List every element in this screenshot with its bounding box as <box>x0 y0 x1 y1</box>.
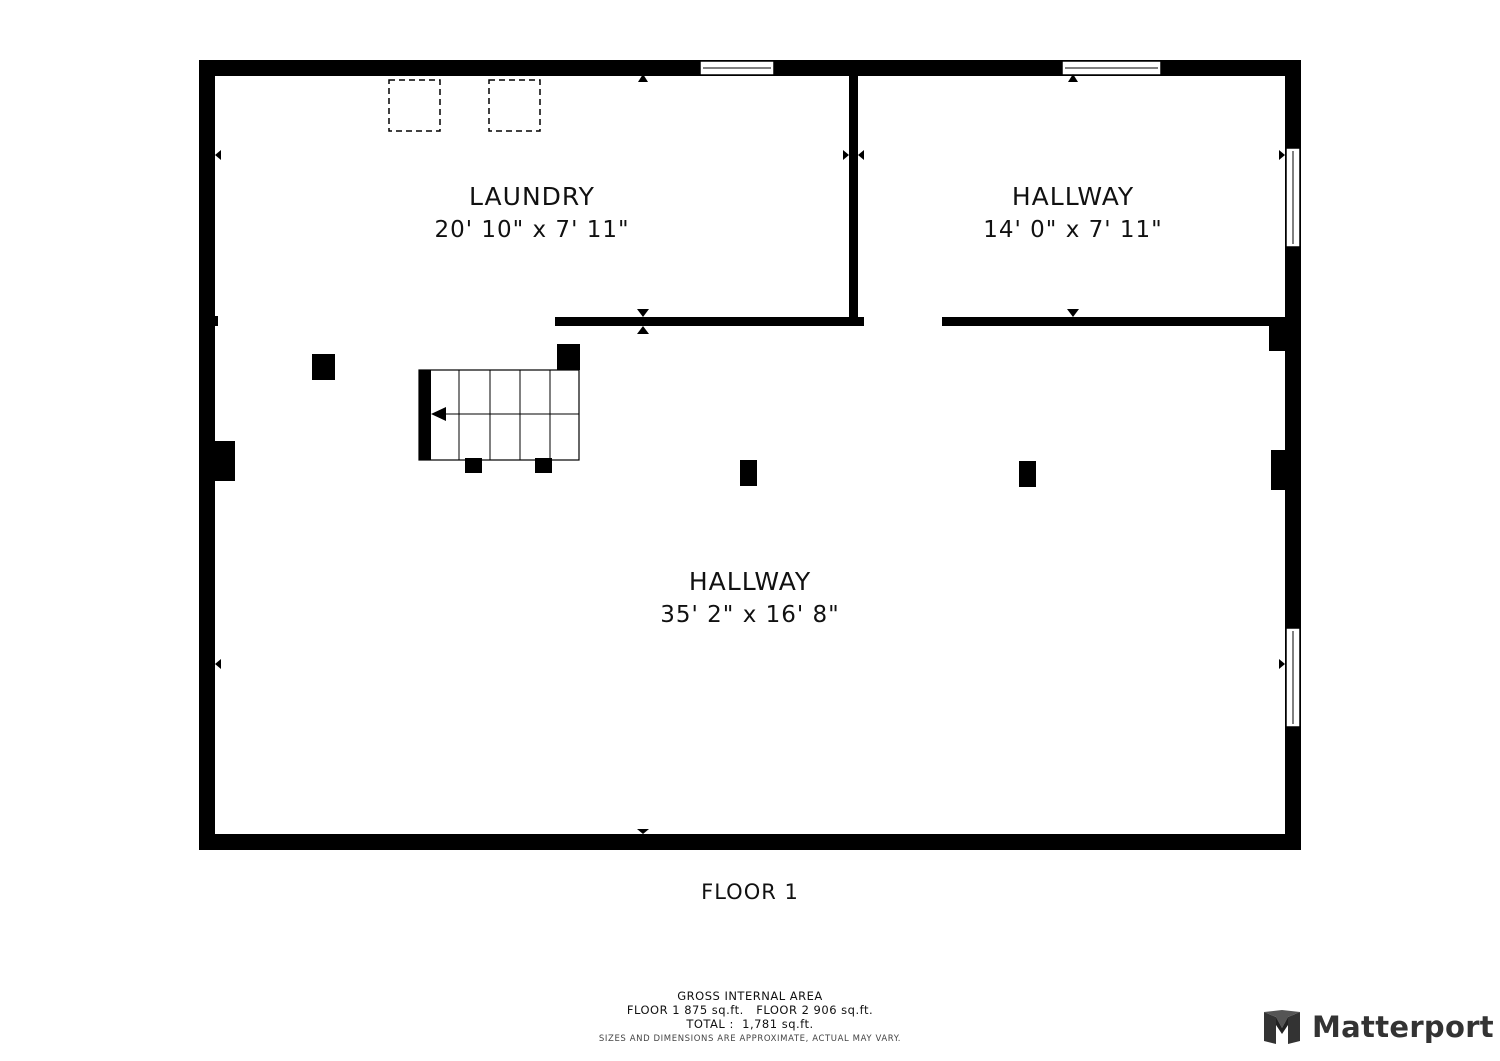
brand-logo: Matterport <box>1262 1007 1494 1047</box>
matterport-logo-icon <box>1264 1010 1300 1044</box>
room-name: HALLWAY <box>1012 182 1134 211</box>
outer-walls <box>199 60 1301 850</box>
window <box>699 60 775 76</box>
room-name: LAUNDRY <box>469 182 595 211</box>
staircase <box>418 369 580 473</box>
room-dimensions: 35' 2" x 16' 8" <box>660 602 839 628</box>
interior-walls <box>213 76 1286 490</box>
area-disclaimer: SIZES AND DIMENSIONS ARE APPROXIMATE, AC… <box>598 1034 902 1044</box>
room-dimensions: 20' 10" x 7' 11" <box>434 217 629 243</box>
area-total: TOTAL : 1,781 sq.ft. <box>686 1017 814 1031</box>
floor-label: FLOOR 1 <box>701 880 799 904</box>
column <box>312 344 1036 487</box>
window <box>1285 147 1301 248</box>
skylight <box>388 79 541 132</box>
stair-arrow-icon <box>431 407 446 421</box>
brand-name: Matterport <box>1312 1010 1494 1044</box>
window <box>1061 60 1162 76</box>
door-marker-icon <box>215 74 1285 834</box>
room-dimensions: 14' 0" x 7' 11" <box>983 217 1162 243</box>
room-hallway-small: HALLWAY 14' 0" x 7' 11" <box>983 182 1162 243</box>
room-name: HALLWAY <box>689 567 811 596</box>
room-hallway-main: HALLWAY 35' 2" x 16' 8" <box>660 567 839 628</box>
window <box>1285 627 1301 728</box>
area-heading: GROSS INTERNAL AREA <box>677 989 823 1003</box>
area-floors: FLOOR 1 875 sq.ft. FLOOR 2 906 sq.ft. <box>626 1003 874 1017</box>
area-summary: GROSS INTERNAL AREA FLOOR 1 875 sq.ft. F… <box>520 989 980 1046</box>
room-laundry: LAUNDRY 20' 10" x 7' 11" <box>434 182 629 243</box>
floor-plan: LAUNDRY 20' 10" x 7' 11" HALLWAY 14' 0" … <box>199 60 1301 850</box>
